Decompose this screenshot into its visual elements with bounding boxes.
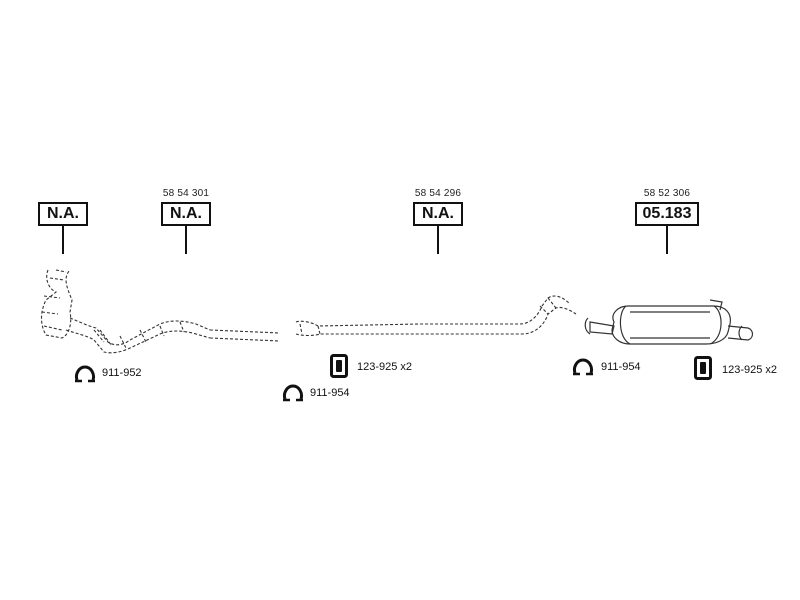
callout-ref-number: 58 54 296 (414, 188, 462, 199)
callout-leader-line (437, 226, 439, 254)
callout-code-box: 05.183 (635, 202, 699, 226)
callout-leader-line (62, 226, 64, 254)
clamp-icon (283, 384, 303, 402)
part-label: 911-952 (102, 367, 142, 379)
callout-code-box: N.A. (38, 202, 88, 226)
callout-leader-line (185, 226, 187, 254)
center-pipe-section (209, 295, 577, 342)
rubber-mount-icon (694, 356, 712, 380)
rear-silencer (584, 299, 754, 345)
front-pipe-section (40, 269, 211, 354)
clamp-icon (573, 358, 593, 376)
callout-code-box: N.A. (413, 202, 463, 226)
rubber-mount-icon (330, 354, 348, 378)
callout-ref-number: 58 52 306 (643, 188, 691, 199)
callout-leader-line (666, 226, 668, 254)
part-label: 123-925 x2 (357, 361, 413, 373)
callout-ref-number: 58 54 301 (162, 188, 210, 199)
part-label: 911-954 (601, 361, 641, 373)
part-label: 123-925 x2 (722, 364, 778, 376)
callout-code-box: N.A. (161, 202, 211, 226)
part-label: 911-954 (310, 387, 350, 399)
clamp-icon (75, 365, 95, 383)
